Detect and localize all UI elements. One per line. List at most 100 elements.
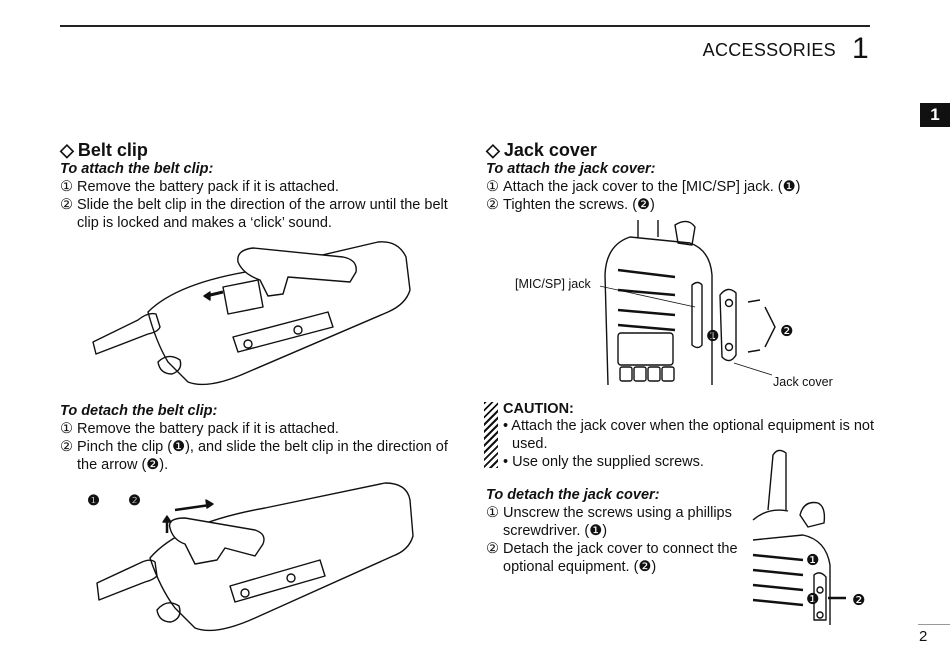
caution-list: • Attach the jack cover when the optiona…: [503, 417, 883, 471]
callout-2: ❷: [128, 492, 141, 508]
caution-text-cont: used.: [512, 436, 548, 452]
key-shape: [661, 366, 675, 382]
step-number: ②: [486, 541, 499, 557]
radio-body-shape: [149, 482, 414, 632]
belt-clip-heading-text: Belt clip: [77, 140, 148, 160]
callout-1: ❶: [806, 591, 820, 608]
screw-shape: [243, 339, 253, 349]
belt-clip-shape: [237, 247, 357, 297]
header-rule: [60, 25, 870, 27]
belt-clip-shape: [168, 517, 265, 565]
knob-shape: [799, 501, 826, 528]
knob-shape: [156, 602, 181, 623]
step-text-cont: screwdriver. (❶): [503, 523, 608, 539]
speaker-grille: [752, 553, 804, 607]
radio-body-shape: [604, 236, 713, 386]
step-number: ②: [486, 197, 499, 213]
step-text: Unscrew the screws using a phillips: [503, 505, 732, 521]
screw-shape: [816, 586, 824, 594]
radio-top: [752, 509, 789, 521]
mic-sp-jack-label: [MIC/SP] jack: [515, 277, 591, 291]
jack-cover-attach-figure: [600, 220, 776, 386]
step-text: Pinch the clip (❶), and slide the belt c…: [77, 439, 448, 455]
attach-belt-clip-subheading: To attach the belt clip:: [60, 161, 214, 177]
side-panel-shape: [229, 559, 326, 603]
radio-body-shape: [752, 534, 831, 625]
callout-1: ❶: [806, 552, 820, 569]
radio-body-shape: [147, 241, 411, 386]
arrow-head: [205, 499, 214, 509]
step-number: ②: [60, 439, 73, 455]
callout-1: ❶: [87, 492, 100, 508]
detach-belt-clip-subheading: To detach the belt clip:: [60, 403, 218, 419]
antenna-shape: [637, 220, 659, 237]
speaker-grille: [617, 268, 676, 332]
key-shape: [633, 366, 647, 382]
step-number: ①: [486, 505, 499, 521]
section-title: ACCESSORIES: [702, 40, 836, 60]
page-number: 2: [919, 628, 928, 645]
antenna-shape: [96, 559, 158, 601]
screw-hole: [724, 342, 734, 352]
callout-line: [764, 306, 776, 348]
caution-text: • Attach the jack cover when the optiona…: [503, 418, 875, 434]
belt-clip-attach-figure: [92, 241, 411, 386]
jack-cover-heading: ◇Jack cover: [486, 140, 597, 161]
screw-hole: [724, 298, 734, 308]
step-text: Remove the battery pack if it is attache…: [77, 179, 339, 195]
chapter-side-tab[interactable]: 1: [920, 103, 950, 127]
leader-line: [733, 362, 773, 376]
step-number: ①: [60, 421, 73, 437]
display-shape: [617, 332, 674, 366]
arrow-head: [162, 515, 172, 523]
belt-clip-heading: ◇Belt clip: [60, 140, 148, 161]
step-number: ①: [60, 179, 73, 195]
belt-clip-detach-figure: [96, 482, 414, 632]
clip-mount-shape: [222, 279, 264, 315]
chapter-number: 1: [852, 32, 869, 65]
screw-shape: [293, 325, 303, 335]
jack-cover-shape: [719, 288, 737, 362]
callout-2: ❷: [852, 592, 866, 609]
jack-port-shape: [691, 281, 703, 349]
callout-2: ❷: [780, 323, 794, 340]
arrow-head: [203, 291, 211, 301]
step-text: Detach the jack cover to connect the: [503, 541, 738, 557]
attach-jack-cover-subheading: To attach the jack cover:: [486, 161, 656, 177]
screw-shape: [816, 611, 824, 619]
callout-1: ❶: [706, 328, 720, 345]
caution-title: CAUTION:: [503, 401, 574, 417]
step-number: ②: [60, 197, 73, 213]
key-shape: [619, 366, 633, 382]
screw-shape: [747, 299, 761, 353]
screw-shape: [286, 573, 296, 583]
antenna-shape: [767, 449, 787, 511]
caution-text: • Use only the supplied screws.: [503, 454, 704, 470]
antenna-shape: [92, 312, 161, 355]
step-text: Slide the belt clip in the direction of …: [77, 197, 448, 213]
knob-shape: [674, 220, 696, 246]
step-number: ①: [486, 179, 499, 195]
step-text-cont: clip is locked and makes a ‘click’ sound…: [77, 215, 332, 231]
jack-cover-label: Jack cover: [773, 375, 833, 389]
key-shape: [647, 366, 661, 382]
diamond-icon: ◇: [486, 140, 500, 160]
step-text-cont: optional equipment. (❷): [503, 559, 657, 575]
jack-cover-heading-text: Jack cover: [503, 140, 597, 160]
step-text-cont: the arrow (❷).: [77, 457, 169, 473]
caution-stripe-icon: [484, 402, 498, 468]
knob-shape: [157, 355, 182, 375]
step-text: Attach the jack cover to the [MIC/SP] ja…: [503, 179, 801, 195]
leader-line: [600, 285, 696, 308]
